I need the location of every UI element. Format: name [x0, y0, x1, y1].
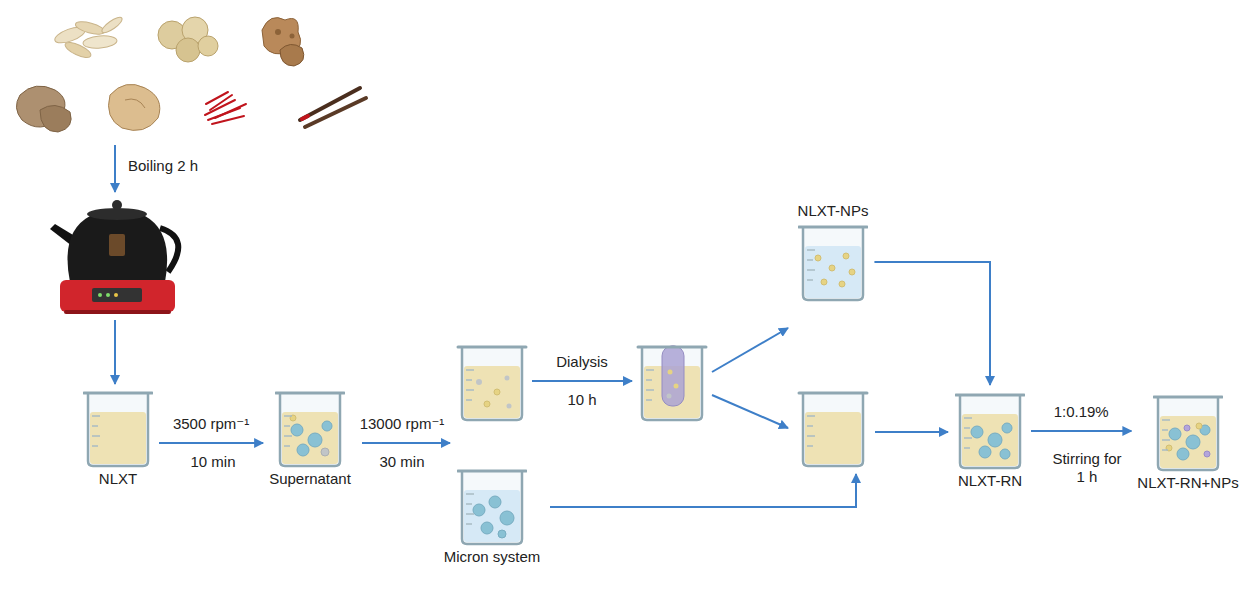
process-condition: Boiling 2 h: [126, 157, 200, 175]
process-arrow: [159, 442, 263, 444]
herb-chunks: [280, 44, 304, 66]
beaker-node: NLXT-NPs: [798, 200, 869, 302]
beaker-glass: [84, 393, 152, 466]
process-condition: 1:0.19%: [1052, 403, 1111, 421]
process-arrow: [712, 395, 788, 428]
beaker-label: NLXT: [99, 468, 137, 490]
beaker-node: NLXT-RN: [955, 390, 1025, 492]
beaker-label: Supernatant: [269, 468, 351, 490]
process-arrow: [362, 442, 450, 444]
beaker-icon: [83, 388, 153, 468]
herb-dark-slices: [16, 86, 71, 132]
process-condition: 30 min: [377, 453, 426, 471]
herb-roots: [125, 99, 145, 108]
decoction-pot: [109, 234, 125, 256]
beaker-node: NLXT: [83, 388, 153, 490]
beaker-label: Micron system: [444, 546, 541, 568]
saffron-threads: [206, 92, 228, 104]
herb-slices: [158, 17, 218, 62]
beaker-label: NLXT-NPs: [798, 200, 869, 222]
beaker: [458, 347, 526, 420]
herb-slices: [176, 38, 200, 62]
process-condition: Dialysis: [554, 353, 610, 371]
beaker-glass: [276, 393, 344, 466]
saffron-threads: [205, 92, 246, 124]
herb-chunks: [262, 18, 304, 66]
herb-chips: [53, 15, 124, 61]
process-arrow: [532, 380, 632, 382]
beaker-label: NLXT-RN: [958, 470, 1022, 492]
saffron-threads: [210, 95, 232, 110]
process-arrow: [875, 431, 948, 433]
saffron-threads: [215, 104, 246, 118]
decoction-pot: [64, 310, 171, 314]
beaker-icon: [798, 222, 868, 302]
beaker-node: Supernatant: [269, 388, 351, 490]
process-arrow: [1031, 430, 1131, 432]
decoction-pot: [114, 293, 118, 297]
herb-chunks: [275, 29, 281, 35]
process-condition: 3500 rpm⁻¹: [171, 415, 251, 433]
process-condition: 13000 rpm⁻¹: [358, 415, 447, 433]
beaker-glass: [799, 227, 867, 300]
herb-sticks: [300, 88, 366, 127]
decoction-pot: [60, 280, 175, 312]
process-condition: 10 min: [188, 453, 237, 471]
herb-roots: [109, 84, 160, 130]
process-arrow: [114, 145, 116, 192]
beaker-glass: [1154, 397, 1222, 470]
dialysis-beaker: [638, 347, 706, 420]
herb-sticks: [302, 116, 308, 119]
beaker-node: Micron system: [444, 466, 541, 568]
herb-slices: [198, 36, 218, 56]
herb-chunks: [290, 34, 295, 39]
process-condition: 10 h: [565, 391, 598, 409]
beaker: [458, 347, 526, 420]
herb-chips: [63, 40, 93, 61]
herb-chips: [74, 19, 106, 36]
process-condition: Stirring for 1 h: [1050, 450, 1124, 486]
beaker-node: NLXT-RN+NPs: [1137, 392, 1238, 494]
process-arrow: [114, 320, 116, 384]
dialysis-beaker: [638, 346, 706, 420]
process-arrow: [550, 474, 856, 507]
decoction-pot: [106, 293, 110, 297]
process-arrow: [712, 328, 788, 372]
beaker: [799, 393, 867, 466]
beaker-label: NLXT-RN+NPs: [1137, 472, 1238, 494]
process-arrow: [874, 262, 990, 385]
beaker-icon: [955, 390, 1025, 470]
beaker: [799, 393, 867, 466]
herb-sticks: [305, 98, 366, 127]
beaker-glass: [458, 471, 526, 544]
herb-roots: [109, 84, 160, 130]
beaker-icon: [275, 388, 345, 468]
herb-chips: [100, 15, 124, 35]
decoction-pot: [98, 293, 102, 297]
decoction-pot: [68, 216, 168, 282]
beaker-glass: [956, 395, 1024, 468]
decoction-pot: [50, 200, 178, 314]
beaker-icon: [1153, 392, 1223, 472]
herb-dark-slices: [40, 105, 71, 132]
herb-chips: [83, 35, 118, 50]
beaker-icon: [457, 466, 527, 546]
decoction-pot: [112, 200, 122, 210]
decoction-pot: [92, 288, 142, 302]
